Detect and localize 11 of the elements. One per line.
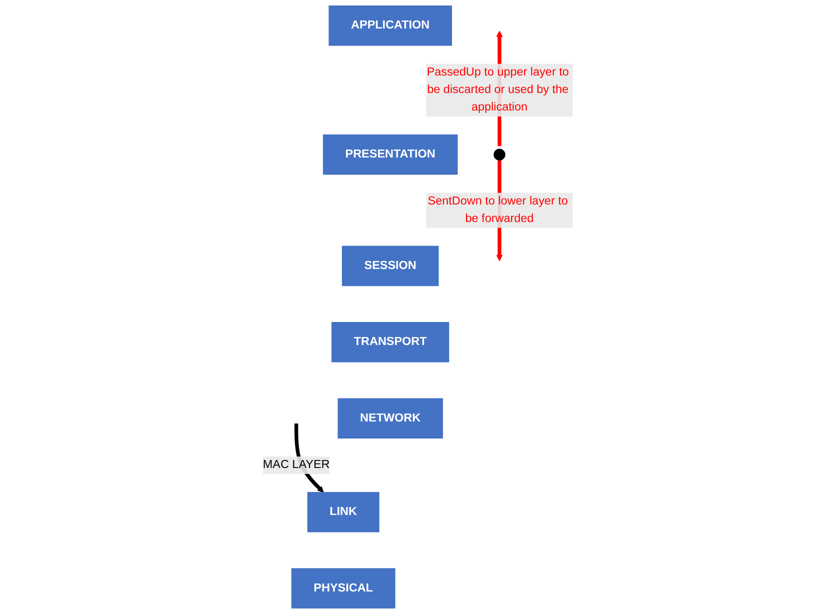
node-box: NETWORK <box>337 398 443 439</box>
node-box: LINK <box>306 492 380 532</box>
node-box: TRANSPORT <box>331 322 449 362</box>
node-box: PRESENTATION <box>322 134 458 175</box>
node-circle <box>493 148 506 160</box>
edge-label: PassedUp to upper layer to be discarted or used by the application <box>426 66 569 114</box>
node-box: APPLICATION <box>328 6 452 46</box>
edge-label: MAC LAYER <box>262 458 330 472</box>
node-box: SESSION <box>342 246 438 286</box>
node-box: PHYSICAL <box>291 568 395 608</box>
edge-label: SentDown to lower layer to be forwarded <box>427 194 568 225</box>
